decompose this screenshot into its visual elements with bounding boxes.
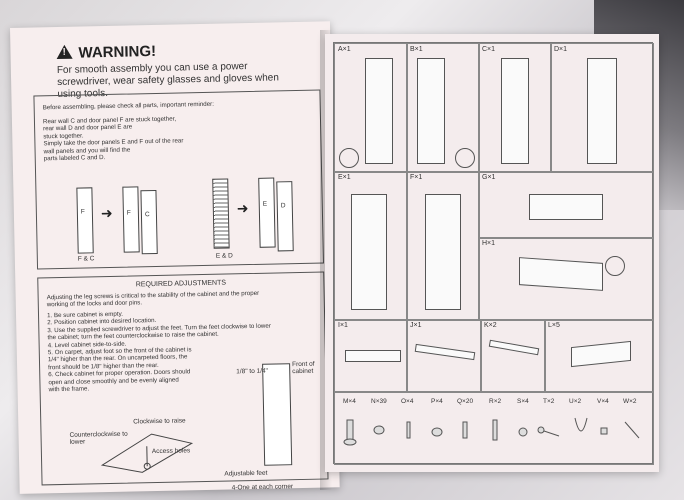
part-cell: I×1	[334, 319, 408, 393]
cabinet-sketch	[262, 363, 293, 466]
adjustments-intro: Adjusting the leg screws is critical to …	[46, 289, 260, 309]
hardware-label: N×39	[371, 398, 387, 405]
panel-f: F	[122, 186, 140, 253]
gap-label: 1/8" to 1/4"	[236, 367, 269, 376]
panel-shape	[488, 339, 540, 356]
hardware-icons	[343, 417, 640, 446]
parts-grid: A×1 B×1 C×1 D×1 E×1 F×1 G×1	[333, 42, 654, 465]
feet-label: Adjustable feet	[224, 469, 268, 478]
peg-icon	[431, 427, 443, 437]
right-page: A×1 B×1 C×1 D×1 E×1 F×1 G×1	[325, 34, 659, 472]
reminder-box: Before assembling, please check all part…	[33, 89, 325, 270]
hardware-label: O×4	[401, 398, 414, 405]
panel-e: E	[258, 177, 276, 248]
hardware-label: W×2	[623, 398, 637, 405]
warning-icon	[56, 44, 73, 60]
panel-shape	[571, 340, 631, 368]
corner-label: 4-One at each corner	[231, 483, 294, 492]
pin-icon	[492, 419, 498, 441]
hardware-row: M×4 N×39 O×4 P×4 Q×20 R×2 S×4 T×2 U×2 V×…	[334, 391, 654, 465]
panel-shape	[417, 58, 445, 164]
panel-ed-combined	[212, 178, 230, 249]
detail-circle	[455, 148, 475, 168]
handle-icon	[574, 417, 588, 432]
access-label: Access holes	[151, 447, 191, 456]
part-cell: G×1	[478, 171, 654, 239]
hardware-label: S×4	[517, 398, 529, 405]
part-cell: A×1	[334, 43, 408, 173]
detail-circle	[339, 148, 359, 168]
panel-shape	[529, 194, 603, 220]
part-cell: K×2	[480, 319, 546, 393]
part-cell: L×5	[544, 319, 654, 393]
left-page: WARNING! For smooth assembly you can use…	[10, 21, 340, 494]
hardware-label: V×4	[597, 398, 609, 405]
clockwise-label: Clockwise to raise	[133, 417, 186, 426]
reminder-intro: Before assembling, please check all part…	[42, 100, 214, 112]
panel-shape	[587, 58, 617, 164]
panel-shape	[345, 350, 401, 362]
adjustments-box: REQUIRED ADJUSTMENTS Adjusting the leg s…	[37, 271, 329, 486]
screw-icon	[406, 421, 411, 439]
reminder-lines: Rear wall C and door panel F are stuck t…	[42, 115, 184, 163]
hardware-label: T×2	[543, 398, 555, 405]
cam-lock-icon	[373, 425, 385, 435]
detail-circle	[605, 256, 625, 276]
hardware-label: M×4	[343, 398, 356, 405]
panel-shape	[414, 343, 476, 361]
counterclockwise-label: Counterclockwise to lower	[69, 430, 128, 446]
part-cell: D×1	[550, 43, 654, 173]
dowel-icon	[462, 421, 468, 439]
key-icon	[624, 421, 640, 439]
panel-shape	[501, 58, 529, 164]
part-cell: H×1	[478, 237, 654, 321]
arrow-icon: ➜	[236, 200, 249, 217]
panel-d: D	[276, 181, 294, 252]
hardware-label: U×2	[569, 398, 582, 405]
leg-screw-icon	[346, 419, 354, 441]
bolt-icon	[600, 427, 608, 435]
hardware-label: R×2	[489, 398, 502, 405]
warning-heading: WARNING!	[56, 43, 156, 62]
front-label: Front of cabinet	[292, 360, 315, 376]
hardware-label: P×4	[431, 398, 443, 405]
panel-shape	[351, 194, 387, 310]
panel-shape	[519, 257, 603, 291]
panel-shape	[365, 58, 393, 164]
panel-c: C	[140, 189, 158, 255]
washer-icon	[518, 427, 528, 437]
foot-detail-sketch	[100, 433, 194, 473]
part-cell: J×1	[406, 319, 482, 393]
part-cell: E×1	[334, 171, 408, 321]
arrow-icon: ➜	[100, 204, 113, 222]
hardware-label: Q×20	[457, 398, 474, 405]
caption-ed: E & D	[215, 252, 233, 260]
panel-shape	[425, 194, 461, 310]
part-cell: B×1	[406, 43, 480, 173]
panel-fc-combined: F	[76, 187, 94, 254]
part-cell: F×1	[406, 171, 480, 321]
part-cell: C×1	[478, 43, 552, 173]
caption-fc: F & C	[77, 255, 95, 263]
